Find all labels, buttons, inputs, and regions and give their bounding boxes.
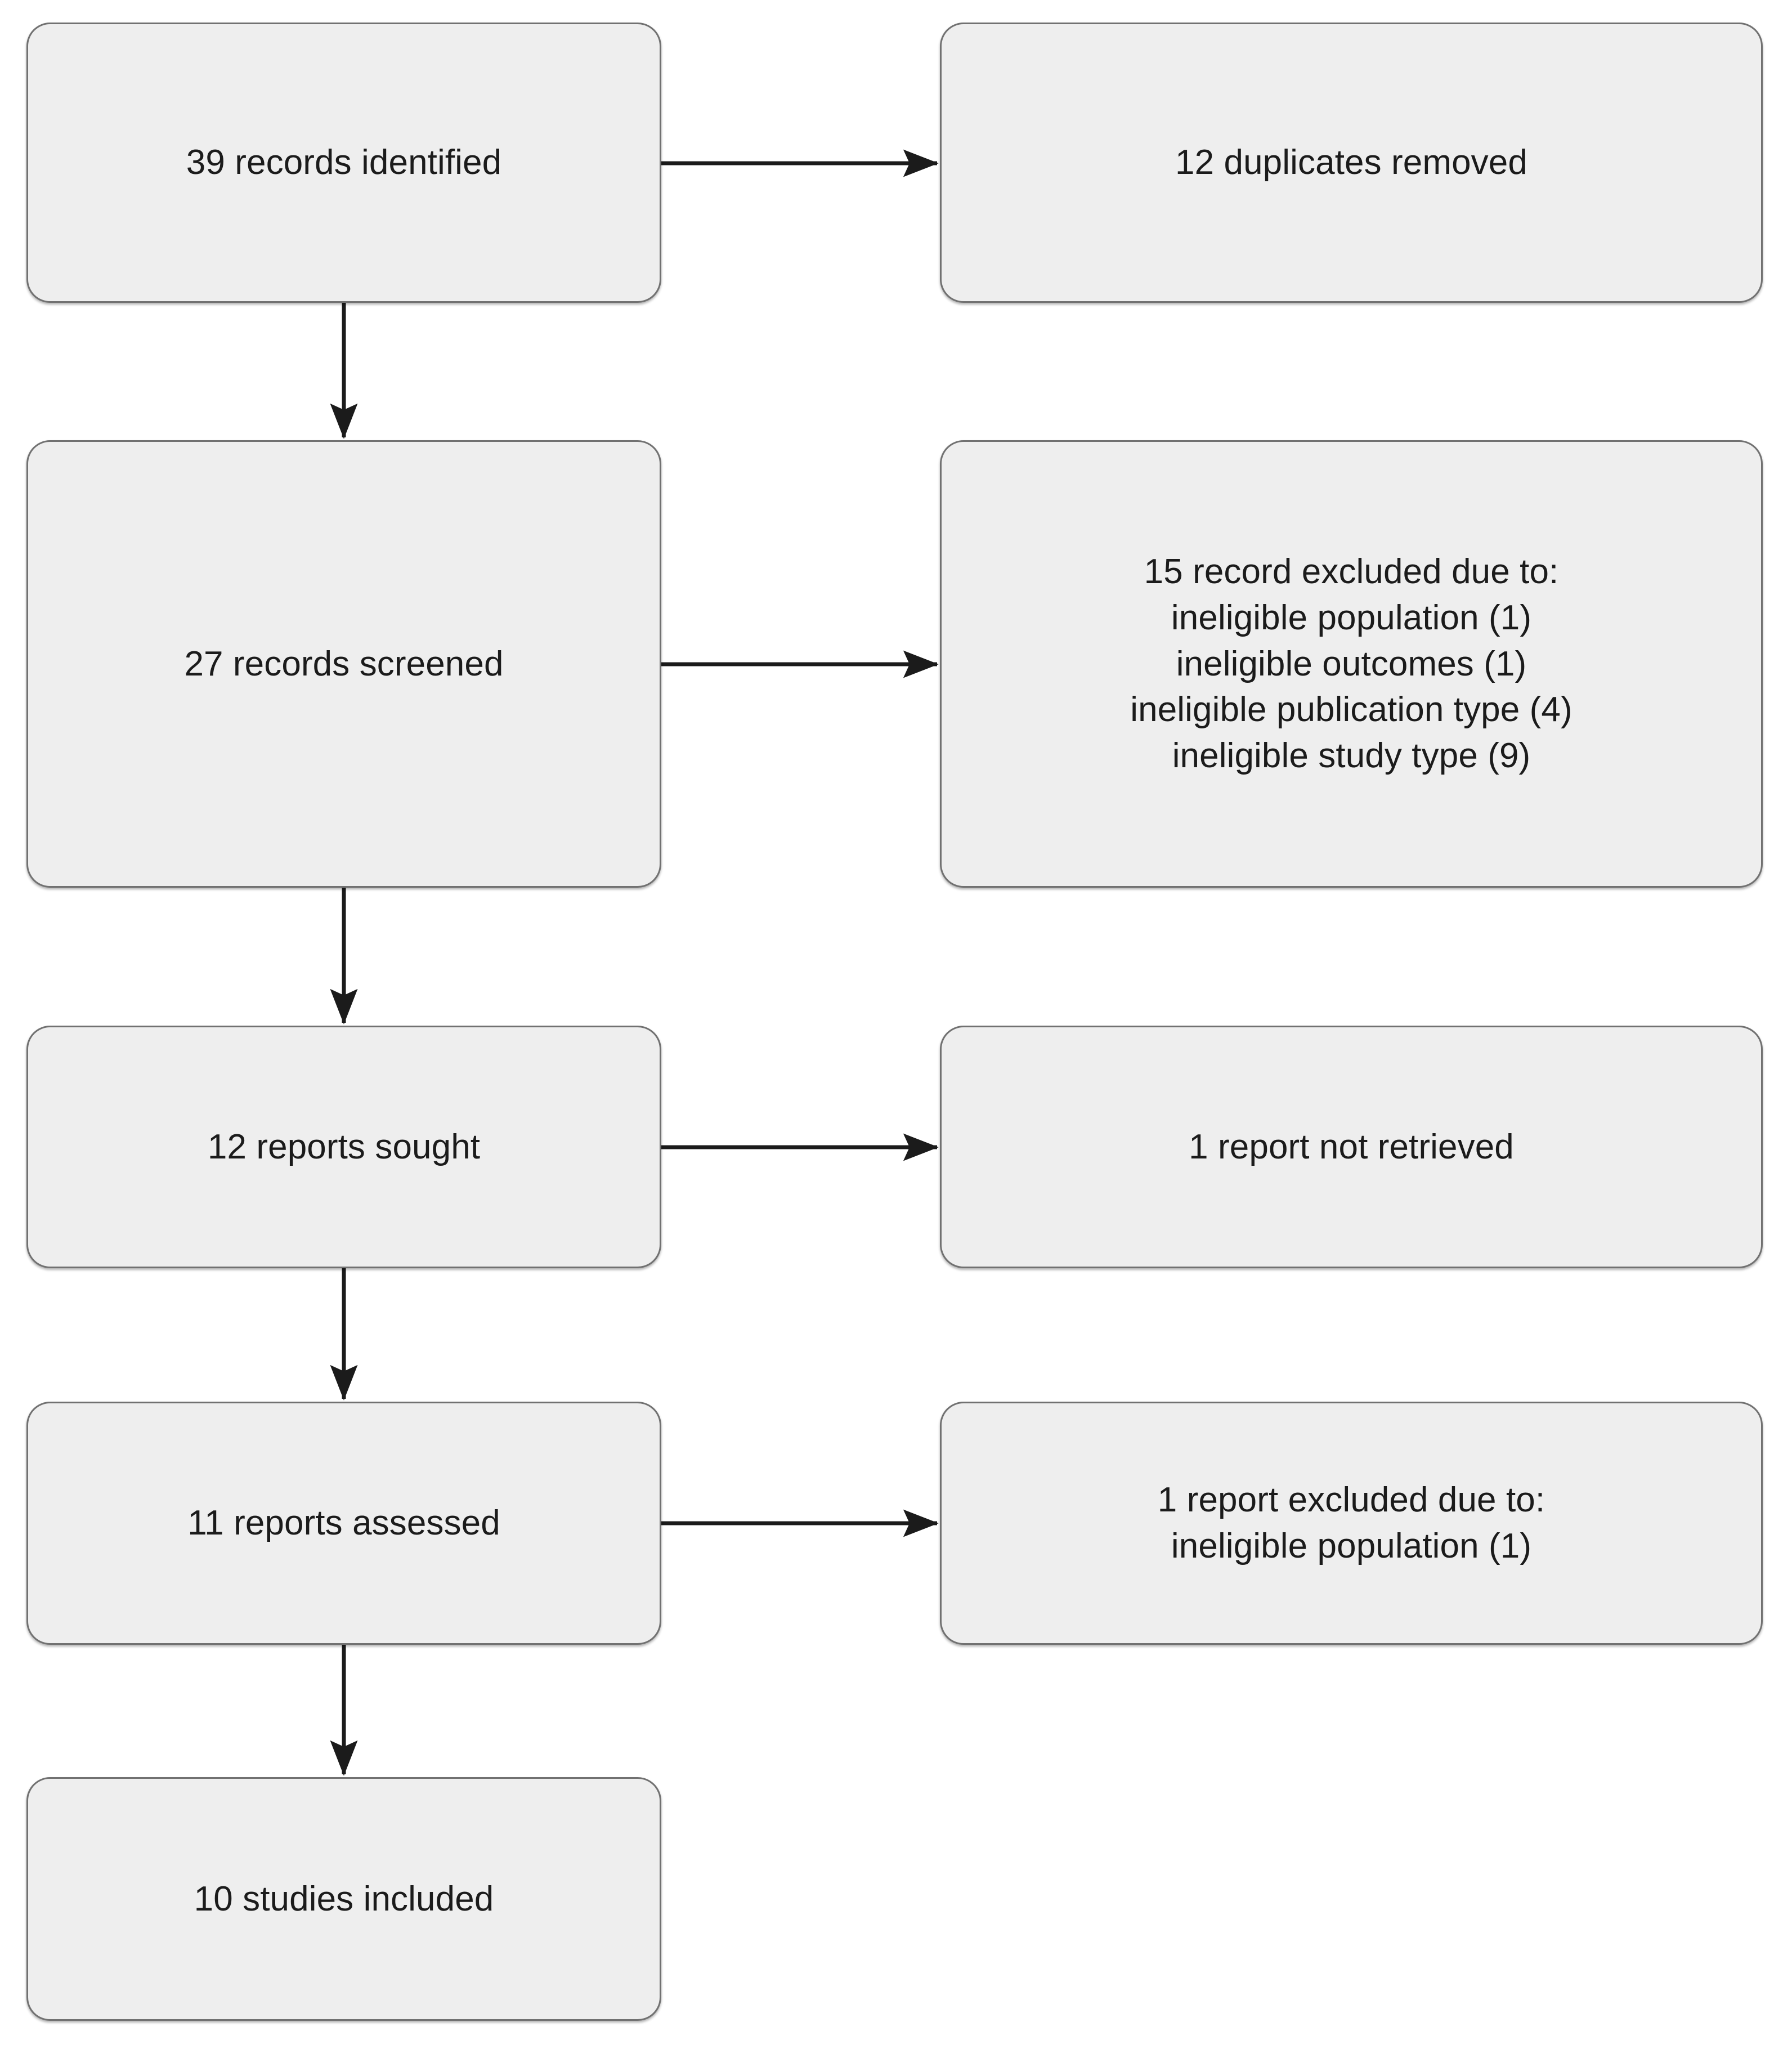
node-records-excluded[interactable]: 15 record excluded due to: ineligible po… — [940, 440, 1763, 888]
node-records-screened[interactable]: 27 records screened — [26, 440, 661, 888]
node-reports-assessed-label: 11 reports assessed — [187, 1504, 500, 1543]
node-duplicates-removed[interactable]: 12 duplicates removed — [940, 23, 1763, 303]
node-records-identified[interactable]: 39 records identified — [26, 23, 661, 303]
node-duplicates-removed-label: 12 duplicates removed — [1175, 143, 1527, 182]
node-records-screened-label: 27 records screened — [184, 644, 504, 683]
node-reports-sought-label: 12 reports sought — [207, 1127, 481, 1166]
node-reports-sought[interactable]: 12 reports sought — [26, 1026, 661, 1268]
node-reports-excluded-label: 1 report excluded due to: ineligible pop… — [1157, 1480, 1545, 1565]
node-studies-included-label: 10 studies included — [194, 1879, 494, 1918]
node-records-excluded-label: 15 record excluded due to: ineligible po… — [1130, 552, 1573, 776]
node-reports-assessed[interactable]: 11 reports assessed — [26, 1402, 661, 1645]
node-reports-not-retrieved-label: 1 report not retrieved — [1189, 1127, 1514, 1166]
node-reports-not-retrieved[interactable]: 1 report not retrieved — [940, 1026, 1763, 1268]
node-records-identified-label: 39 records identified — [186, 143, 502, 182]
node-reports-excluded[interactable]: 1 report excluded due to: ineligible pop… — [940, 1402, 1763, 1645]
node-studies-included[interactable]: 10 studies included — [26, 1777, 661, 2021]
